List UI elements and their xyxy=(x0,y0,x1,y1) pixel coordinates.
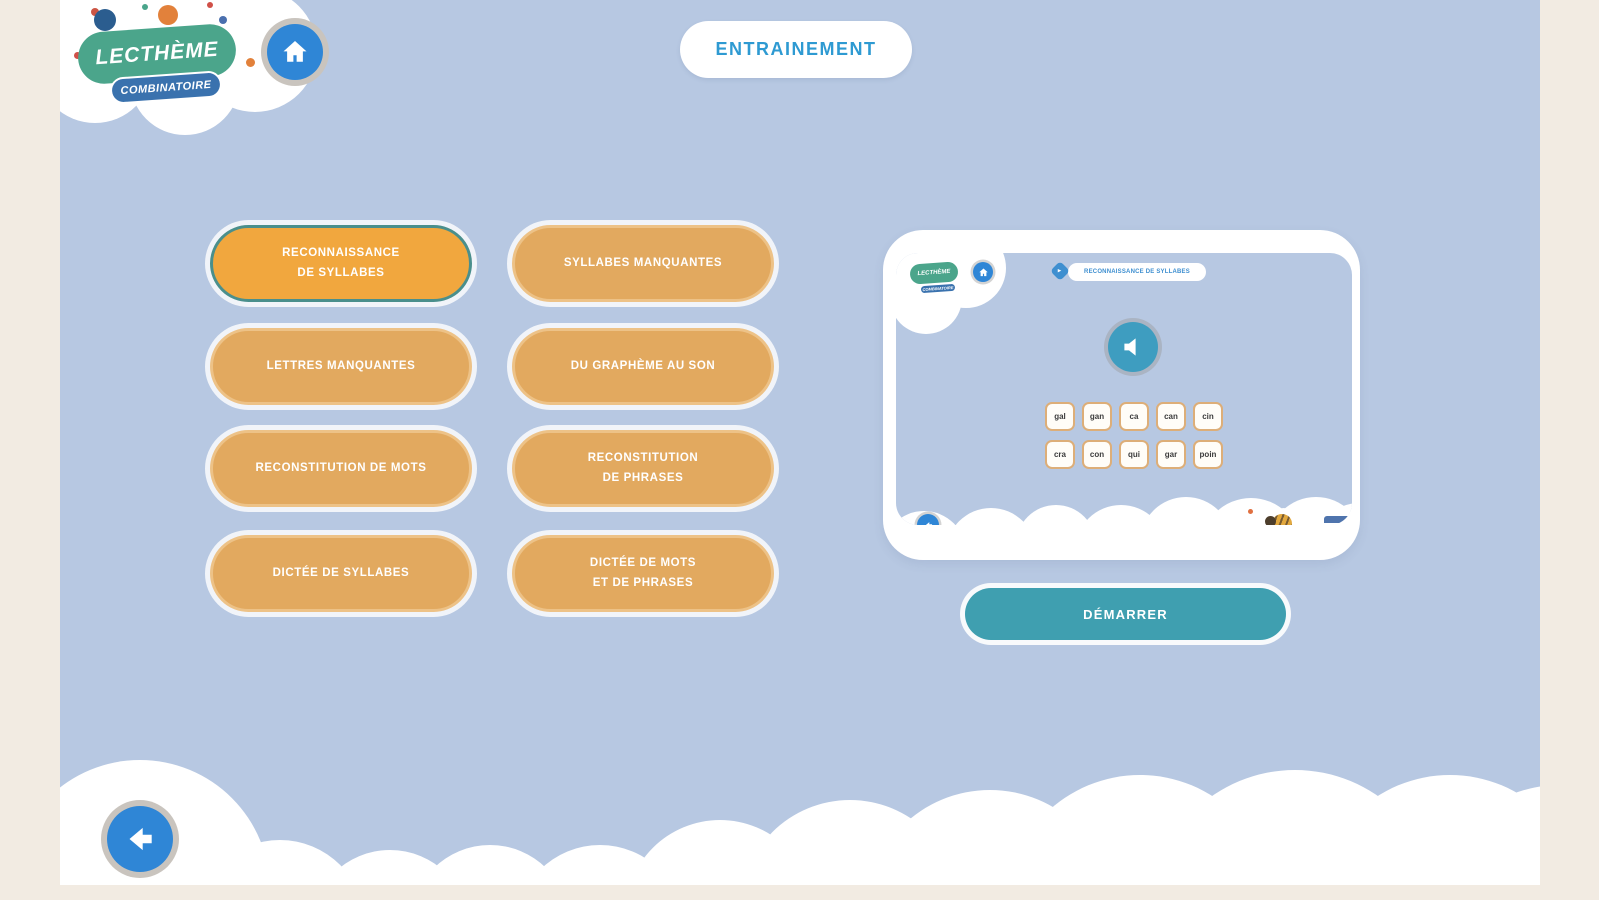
syllable-tile: ca xyxy=(1119,402,1149,431)
pagination-next: › xyxy=(1151,524,1154,525)
mini-back-button xyxy=(917,514,939,525)
start-button-label: DÉMARRER xyxy=(1083,606,1168,622)
back-button[interactable] xyxy=(107,806,173,872)
mini-activity-title: RECONNAISSANCE DE SYLLABES xyxy=(1084,269,1190,275)
syllable-tile: gan xyxy=(1082,402,1112,431)
syllable-text: ca xyxy=(1129,412,1139,421)
bee-mascot xyxy=(1265,508,1297,525)
exercise-preview-card: LECTHÈME COMBINATOIRE RECONNAISSANCE DE … xyxy=(883,230,1360,560)
syllable-tile: gar xyxy=(1156,440,1186,469)
arrow-left-icon xyxy=(923,520,934,525)
exercise-button-syllabes-manquantes[interactable]: SYLLABES MANQUANTES xyxy=(512,225,774,302)
syllable-tile: gal xyxy=(1045,402,1075,431)
exercise-button-du-grapheme-au-son[interactable]: DU GRAPHÈME AU SON xyxy=(512,328,774,405)
exercise-button-label: RECONNAISSANCE DE SYLLABES xyxy=(282,246,400,279)
speaker-icon xyxy=(1121,335,1145,359)
mini-activity-title-pill: RECONNAISSANCE DE SYLLABES xyxy=(1068,263,1206,281)
syllable-text: con xyxy=(1089,450,1105,459)
exercise-button-reconstitution-de-mots[interactable]: RECONSTITUTION DE MOTS xyxy=(210,430,472,507)
exercise-preview-screen: LECTHÈME COMBINATOIRE RECONNAISSANCE DE … xyxy=(896,253,1352,525)
syllable-text: qui xyxy=(1128,450,1140,459)
exercise-button-label: DICTÉE DE SYLLABES xyxy=(272,566,410,579)
mini-pagination: ‹ › xyxy=(1096,521,1170,525)
app-logo-subtitle: COMBINATOIRE xyxy=(120,78,212,97)
exercise-button-reconstitution-de-phrases[interactable]: RECONSTITUTION DE PHRASES xyxy=(512,430,774,507)
syllable-tile: can xyxy=(1156,402,1186,431)
syllable-tile: qui xyxy=(1119,440,1149,469)
app-area: LECTHÈME COMBINATOIRE ENTRAINEMENT RECON… xyxy=(60,0,1540,885)
syllable-tile: poin xyxy=(1193,440,1223,469)
speck xyxy=(1248,509,1253,514)
app-logo-title: LECTHÈME xyxy=(94,37,220,70)
syllable-text: poin xyxy=(1199,450,1217,459)
syllable-tile: cra xyxy=(1045,440,1075,469)
house-icon xyxy=(978,267,989,278)
mini-speaker-button xyxy=(1108,322,1158,372)
syllable-tile: con xyxy=(1082,440,1112,469)
mini-home-button xyxy=(973,262,993,282)
mini-app-logo: LECTHÈME xyxy=(909,261,959,285)
arrow-left-icon xyxy=(122,821,158,857)
syllable-text: gar xyxy=(1164,450,1178,459)
syllable-tile: cin xyxy=(1193,402,1223,431)
syllable-text: gal xyxy=(1054,412,1066,421)
exercise-button-label: DICTÉE DE MOTS ET DE PHRASES xyxy=(589,556,697,589)
home-icon xyxy=(280,37,310,67)
exercise-button-label: DU GRAPHÈME AU SON xyxy=(570,359,716,372)
pagination-prev: ‹ xyxy=(1112,524,1115,525)
exercise-button-lettres-manquantes[interactable]: LETTRES MANQUANTES xyxy=(210,328,472,405)
mini-app-logo-subtitle: COMBINATOIRE xyxy=(922,284,954,293)
syllable-text: gan xyxy=(1089,412,1105,421)
exercise-button-label: LETTRES MANQUANTES xyxy=(266,359,416,372)
exercise-button-reconnaissance-de-syllabes[interactable]: RECONNAISSANCE DE SYLLABES xyxy=(210,225,472,302)
play-diamond-icon: ▸ xyxy=(1050,261,1070,281)
publisher-logo xyxy=(1323,515,1352,525)
exercise-button-label: RECONSTITUTION DE MOTS xyxy=(255,461,427,474)
exercise-button-label: SYLLABES MANQUANTES xyxy=(563,256,723,269)
syllable-text: can xyxy=(1164,412,1178,421)
page-title: ENTRAINEMENT xyxy=(715,39,877,59)
exercise-button-dictee-de-mots-et-phrases[interactable]: DICTÉE DE MOTS ET DE PHRASES xyxy=(512,535,774,612)
syllable-text: cin xyxy=(1202,412,1214,421)
exercise-button-label: RECONSTITUTION DE PHRASES xyxy=(587,451,699,484)
mini-app-logo-title: LECTHÈME xyxy=(917,268,951,278)
syllable-text: cra xyxy=(1053,450,1066,459)
home-button[interactable] xyxy=(267,24,323,80)
start-button[interactable]: DÉMARRER xyxy=(965,588,1286,640)
page-title-pill: ENTRAINEMENT xyxy=(680,21,912,78)
exercise-button-dictee-de-syllabes[interactable]: DICTÉE DE SYLLABES xyxy=(210,535,472,612)
